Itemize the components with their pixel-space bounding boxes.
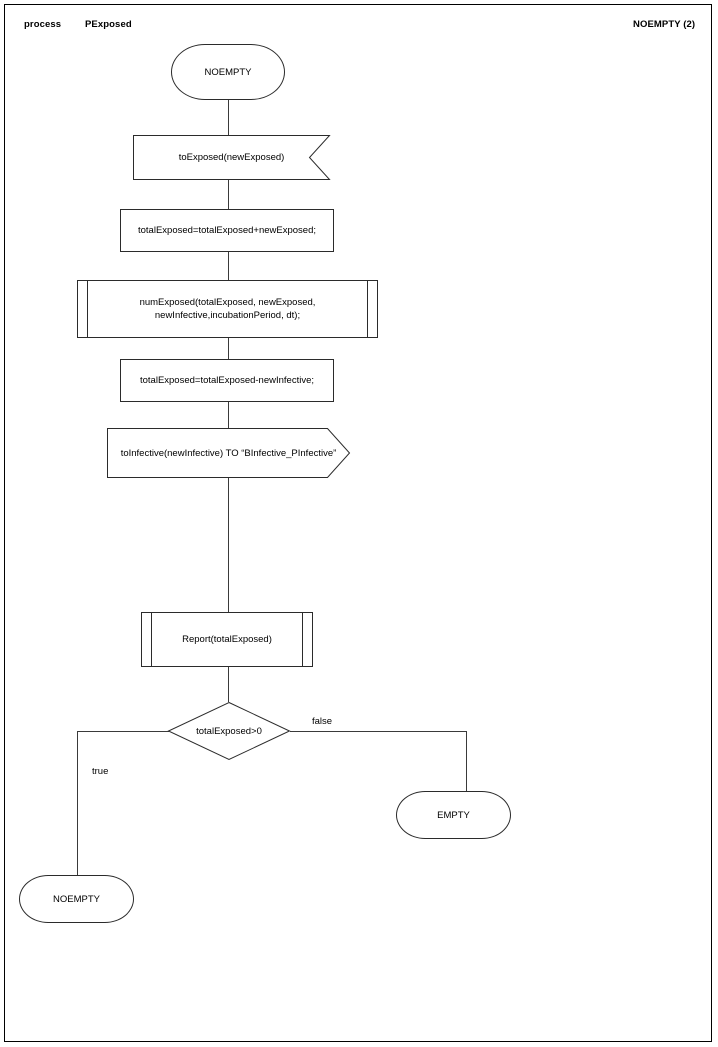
connector-start-to-input [228,100,229,135]
node-end-state-noempty[interactable]: NOEMPTY [19,875,134,923]
connector-task-sub-to-output [228,402,229,428]
header-state-label: NOEMPTY (2) [633,19,696,30]
node-end-state-empty-label: EMPTY [437,809,470,821]
node-decision-totalexposed[interactable]: totalExposed>0 [167,701,291,761]
subroutine-left-bar [151,613,152,666]
connector-false-vertical [466,731,467,793]
node-task-add-exposed[interactable]: totalExposed=totalExposed+newExposed; [120,209,334,252]
connector-output-to-report [228,478,229,612]
connector-true-horizontal [77,731,169,732]
header-keyword: process [24,19,62,30]
node-call-numexposed[interactable]: numExposed(totalExposed, newExposed, new… [77,280,378,338]
node-start-state-noempty[interactable]: NOEMPTY [171,44,285,100]
subroutine-left-bar [87,281,88,337]
node-end-state-empty[interactable]: EMPTY [396,791,511,839]
subroutine-right-bar [302,613,303,666]
node-call-report-label: Report(totalExposed) [182,634,272,645]
node-task-add-exposed-label: totalExposed=totalExposed+newExposed; [138,225,316,236]
connector-false-horizontal [290,731,467,732]
connector-task-add-to-call [228,252,229,280]
node-task-subtract-infective-label: totalExposed=totalExposed-newInfective; [139,375,314,386]
subroutine-right-bar [367,281,368,337]
node-start-state-label: NOEMPTY [204,66,252,78]
connector-call-to-task-sub [228,338,229,359]
header-process-name: PExposed [85,19,132,30]
connector-true-vertical [77,731,78,877]
node-call-numexposed-label: numExposed(totalExposed, newExposed, new… [139,297,316,321]
edge-label-false: false [312,716,333,727]
connector-input-to-task-add [228,180,229,209]
page-border [4,4,712,1042]
node-end-state-noempty-label: NOEMPTY [53,893,100,905]
connector-report-to-decision [228,667,229,702]
node-task-subtract-infective[interactable]: totalExposed=totalExposed-newInfective; [120,359,334,402]
node-call-report[interactable]: Report(totalExposed) [141,612,313,667]
node-receive-signal[interactable]: toExposed(newExposed) [133,135,331,180]
edge-label-true: true [92,766,109,777]
node-send-signal[interactable]: toInfective(newInfective) TO “BInfective… [107,428,351,478]
